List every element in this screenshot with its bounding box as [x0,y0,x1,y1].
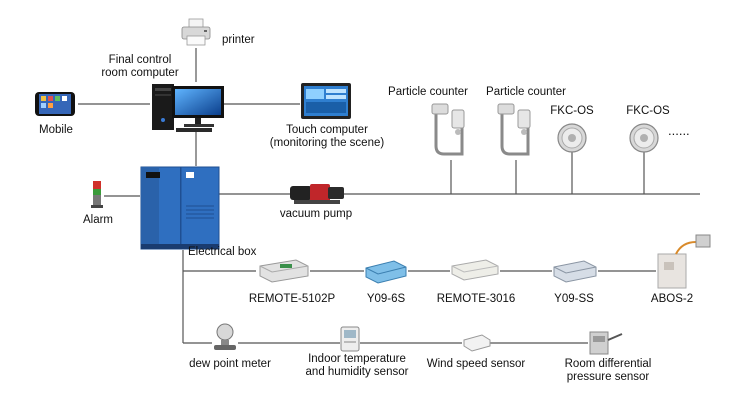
mobile-icon [34,90,76,118]
abos-2-icon [652,232,712,290]
remote-5102p-icon [256,256,310,284]
particle-counter-1-label: Particle counter [388,86,468,98]
remote-3016-label: REMOTE-3016 [436,293,516,305]
particle-counter-2-label: Particle counter [486,86,566,98]
indoor-temp-humidity-label: Indoor temperature and humidity sensor [305,353,409,378]
fkc-os-1-icon [556,122,588,154]
wind-speed-sensor-icon [462,332,492,354]
mobile-label: Mobile [39,124,73,136]
y09-ss-icon [552,258,598,284]
abos-2-label: ABOS-2 [650,293,694,305]
dew-point-meter-label: dew point meter [189,358,271,370]
vacuum-pump-icon [288,180,348,206]
remote-5102p-label: REMOTE-5102P [248,293,336,305]
touch-computer-icon [300,82,352,122]
indoor-temp-humidity-icon [340,326,360,354]
remote-3016-icon [450,258,500,282]
touch-computer-label: Touch computer (monitoring the scene) [269,124,385,149]
particle-counter-2-icon [494,102,534,160]
more-devices-ellipsis: ...... [668,123,690,138]
room-diff-pressure-label: Room differential pressure sensor [564,358,652,383]
fkc-os-2-label: FKC-OS [626,105,670,117]
fkc-os-2-icon [628,122,660,154]
electrical-box-label: Electrical box [188,246,257,258]
printer-icon [180,18,212,48]
y09-ss-label: Y09-SS [554,293,594,305]
alarm-label: Alarm [82,214,114,226]
printer-label: printer [222,34,255,46]
fkc-os-1-label: FKC-OS [550,105,594,117]
vacuum-pump-label: vacuum pump [279,208,353,220]
desktop-computer-icon [150,80,226,134]
electrical-box-cabinet [140,166,220,250]
final-control-label: Final control room computer [101,54,179,79]
y09-6s-icon [364,258,408,284]
wind-speed-sensor-label: Wind speed sensor [426,358,526,370]
y09-6s-label: Y09-6S [366,293,406,305]
dew-point-meter-icon [210,322,240,352]
alarm-light-icon [90,180,104,210]
particle-counter-1-icon [428,102,468,160]
room-diff-pressure-icon [588,328,624,356]
